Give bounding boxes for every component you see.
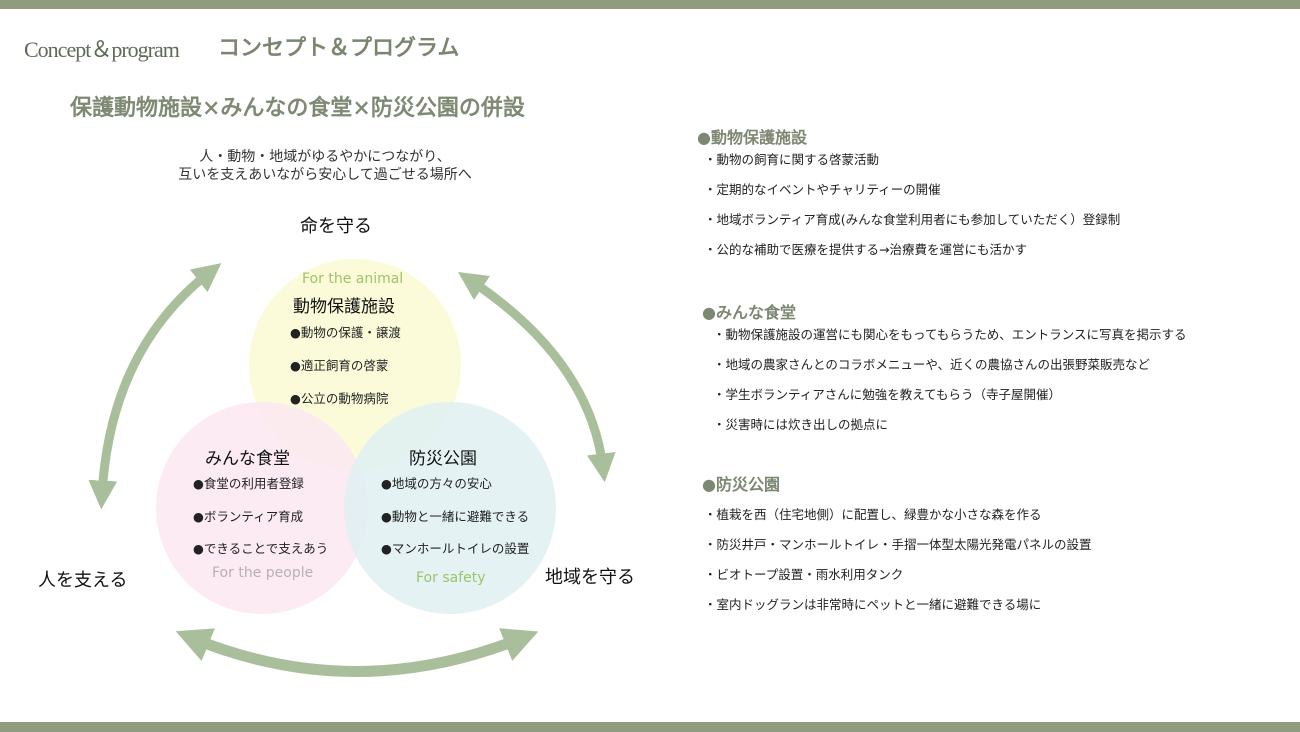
title-en: Concept＆program <box>24 37 180 62</box>
section-animal-item: ・動物の飼育に関する啓蒙活動 <box>704 152 880 167</box>
label-support-people: 人を支える <box>38 570 128 591</box>
tagline-line: 互いを支えあいながら安心して過ごせる場所へ <box>178 167 472 183</box>
section-park-item: ・室内ドッグランは非常時にペットと一緒に避難できる場に <box>704 597 1042 612</box>
arrow-right <box>458 272 616 483</box>
section-park-item: ・ビオトープ設置・雨水利用タンク <box>704 567 904 582</box>
circle-animal-title: 動物保護施設 <box>293 297 395 317</box>
arrow-left <box>88 263 222 510</box>
circle-people-subtitle: For the people <box>212 565 314 581</box>
circle-safety-item: ●地域の方々の安心 <box>381 476 492 491</box>
headline: 保護動物施設×みんなの食堂×防災公園の併設 <box>70 95 525 121</box>
section-park-item: ・植栽を西（住宅地側）に配置し、緑豊かな小さな森を作る <box>704 507 1042 522</box>
circle-safety-subtitle: For safety <box>416 570 486 586</box>
circle-people-title: みんな食堂 <box>205 449 290 469</box>
section-animal-title: ●動物保護施設 <box>697 128 807 147</box>
section-park-title: ●防災公園 <box>702 475 780 494</box>
arrow-bottom <box>175 628 539 677</box>
circle-people-item: ●できることで支えあう <box>193 541 329 556</box>
tagline-line: 人・動物・地域がゆるやかにつながり、 <box>199 149 451 165</box>
label-protect-life: 命を守る <box>300 216 372 237</box>
tagline: 人・動物・地域がゆるやかにつながり、 互いを支えあいながら安心して過ごせる場所へ <box>140 148 510 184</box>
section-cafeteria-item: ・地域の農家さんとのコラボメニューや、近くの農協さんの出張野菜販売など <box>713 357 1151 372</box>
circle-safety-item: ●マンホールトイレの設置 <box>381 541 530 556</box>
section-animal-item: ・公的な補助で医療を提供する→治療費を運営にも活かす <box>704 242 1027 257</box>
top-bar <box>0 0 1300 9</box>
circle-animal-item: ●公立の動物病院 <box>290 391 389 406</box>
section-cafeteria-item: ・学生ボランティアさんに勉強を教えてもらう（寺子屋開催） <box>713 387 1062 402</box>
bottom-bar <box>0 722 1300 732</box>
section-animal-item: ・定期的なイベントやチャリティーの開催 <box>704 182 941 197</box>
circle-people-item: ●ボランティア育成 <box>193 509 304 524</box>
circle-animal-item: ●適正飼育の啓蒙 <box>290 358 389 373</box>
title-jp: コンセプト＆プログラム <box>218 35 460 61</box>
section-cafeteria-title: ●みんな食堂 <box>702 303 796 322</box>
section-animal-item: ・地域ボランティア育成(みんな食堂利用者にも参加していただく）登録制 <box>704 212 1121 227</box>
circle-animal-item: ●動物の保護・譲渡 <box>290 325 401 340</box>
circle-people-item: ●食堂の利用者登録 <box>193 476 304 491</box>
label-protect-region: 地域を守る <box>545 567 635 588</box>
circle-safety-title: 防災公園 <box>409 449 477 469</box>
section-park-item: ・防災井戸・マンホールトイレ・手摺一体型太陽光発電パネルの設置 <box>704 537 1092 552</box>
section-cafeteria-item: ・動物保護施設の運営にも関心をもってもらうため、エントランスに写真を掲示する <box>713 327 1187 342</box>
section-cafeteria-item: ・災害時には炊き出しの拠点に <box>713 417 889 432</box>
circle-animal-subtitle: For the animal <box>302 271 404 287</box>
circle-safety-item: ●動物と一緒に避難できる <box>381 509 530 524</box>
